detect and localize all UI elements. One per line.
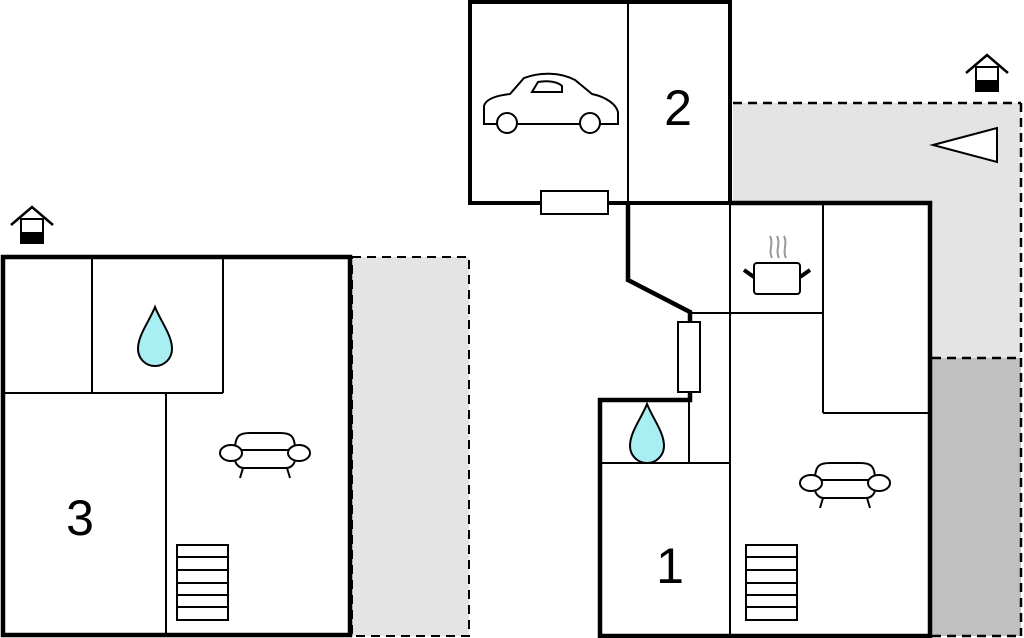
room-label-3: 3 — [66, 490, 94, 546]
car-icon — [483, 72, 619, 134]
direction-triangle-icon — [929, 126, 998, 164]
sofa-icon — [219, 432, 311, 479]
room-label-1: 1 — [656, 538, 684, 594]
cooking-pot-icon — [742, 235, 812, 295]
terrace-left — [351, 256, 470, 637]
terrace-right-dark — [932, 358, 1021, 636]
water-drop-icon — [137, 306, 173, 367]
house-entrance-icon — [964, 53, 1010, 93]
garage-door — [540, 190, 609, 215]
stairs-icon — [176, 544, 229, 621]
building-right: 1 — [597, 200, 933, 638]
garage: 2 — [468, 0, 732, 215]
sofa-icon — [799, 462, 891, 509]
stairs-icon — [745, 544, 798, 621]
terrace-right — [733, 103, 1021, 358]
water-drop-icon — [629, 403, 665, 464]
terrace-dashed-border — [733, 101, 1023, 638]
room-label-2: 2 — [664, 80, 692, 136]
building-left: 3 — [0, 254, 353, 638]
entrance-door — [677, 321, 701, 393]
house-entrance-icon — [9, 205, 55, 245]
